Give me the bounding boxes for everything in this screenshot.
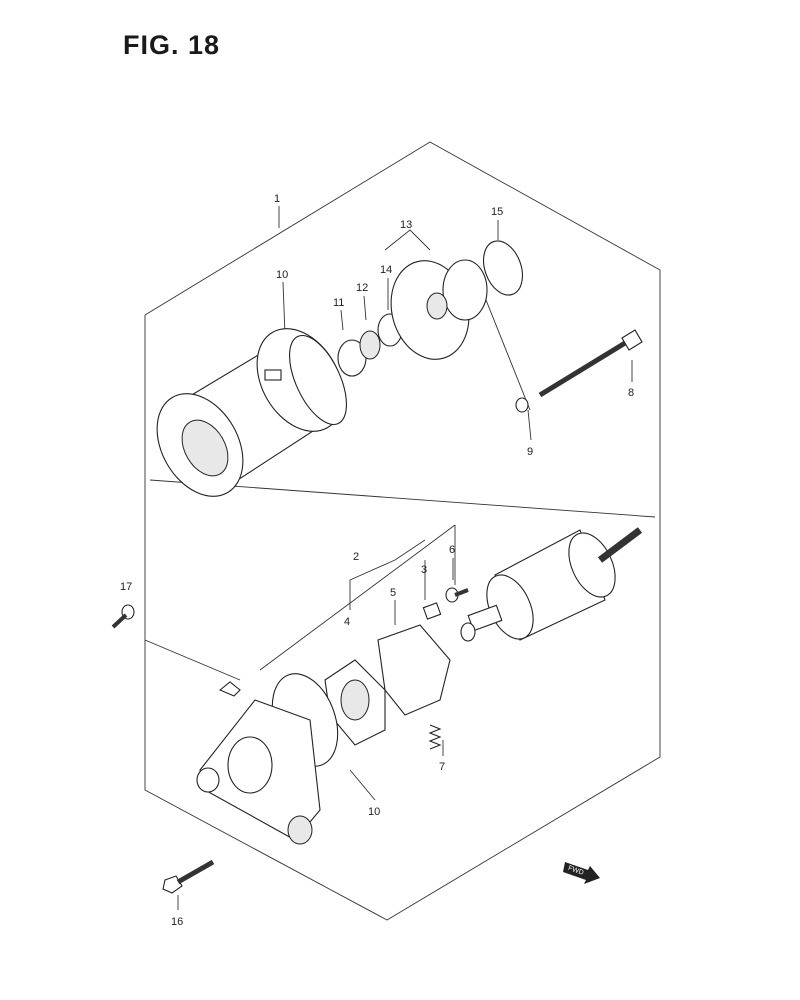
armature [460,527,643,642]
label-part-11: 11 [333,297,344,309]
screw-6 [445,587,469,603]
figure-title: FIG. 18 [123,30,221,60]
brush-group-outline [259,524,456,671]
label-part-12: 12 [356,282,368,294]
plate-hole [340,679,370,721]
leader-17 [144,639,241,681]
screw-17 [111,604,135,629]
label-part-16: 16 [171,916,183,928]
spring-7 [428,724,442,750]
label-part-13: 13 [400,219,412,231]
o-ring-15 [483,240,523,296]
brush-3 [422,602,442,620]
label-part-1: 1 [274,193,280,205]
label-part-10: 10 [276,269,288,281]
washer-9 [515,397,529,413]
label-part-7: 7 [439,761,445,773]
assembly-outline [144,141,661,921]
label-part-9: 9 [527,446,533,458]
label-part-5: 5 [390,587,396,599]
label-part-14: 14 [380,264,392,276]
label-part-8: 8 [628,387,634,399]
label-part-4: 4 [344,616,350,628]
label-part-3: 3 [421,564,427,576]
forward-arrow-icon: FWD [563,862,600,884]
through-bolt-8 [538,329,643,398]
brush-holder-5 [377,624,451,716]
washer-12 [359,330,381,360]
label-part-17: 17 [120,581,132,593]
label-part-10-lower: 10 [368,806,380,818]
label-part-2: 2 [353,551,359,563]
bolt-16 [162,859,215,894]
end-cover-13 [390,259,488,360]
label-part-15: 15 [491,206,503,218]
label-part-6: 6 [449,544,455,556]
end-housing [196,681,321,845]
o-ring-10-top [289,334,347,426]
